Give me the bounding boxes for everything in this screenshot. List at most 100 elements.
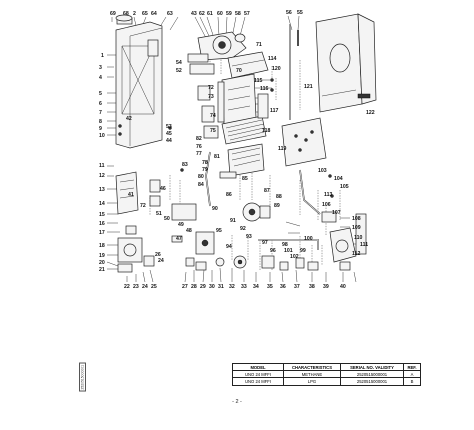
callout-label: 64 <box>151 11 157 17</box>
callout-label: 11 <box>99 163 105 169</box>
callout-labels: 69 68 2 65 64 43 62 61 60 59 58 57 63 56… <box>99 10 375 290</box>
callout-label: 117 <box>270 108 278 114</box>
callout-label: 36 <box>280 284 286 290</box>
callout-label: 107 <box>332 210 341 216</box>
callout-label: 28 <box>191 284 197 290</box>
callout-label: 65 <box>142 11 148 17</box>
callout-label: 81 <box>214 154 220 160</box>
callout-label: 59 <box>226 11 232 17</box>
callout-label: 58 <box>235 11 241 17</box>
callout-label: 15 <box>99 212 105 218</box>
callout-label: 4 <box>99 75 102 81</box>
callout-label: 78 <box>202 160 208 166</box>
callout-label: 44 <box>166 138 172 144</box>
callout-label: 122 <box>366 110 375 116</box>
bottom-left-components <box>117 225 155 273</box>
callout-label: 118 <box>262 128 270 134</box>
callout-label: 89 <box>274 203 280 209</box>
boiler-frame <box>115 14 163 149</box>
header-ref: REF. <box>403 362 421 372</box>
callout-label: 70 <box>236 68 242 74</box>
callout-label: 94 <box>226 244 232 250</box>
callout-label: 108 <box>352 216 361 222</box>
callout-label: 16 <box>99 221 105 227</box>
callout-label: 75 <box>210 128 216 134</box>
callout-label: 121 <box>304 84 313 90</box>
callout-label: 53 <box>166 124 172 130</box>
flue-pipe <box>289 24 299 120</box>
callout-label: 52 <box>176 68 182 74</box>
callout-label: 105 <box>340 184 349 190</box>
callout-label: 42 <box>126 116 132 122</box>
parts-drawings <box>115 13 377 273</box>
callout-label: 56 <box>286 10 292 16</box>
header-characteristics: CHARACTERISTICS <box>283 362 341 372</box>
callout-label: 39 <box>323 284 329 290</box>
table-header-row: MODEL CHARACTERISTICS SERIAL NO. VALIDIT… <box>232 362 421 372</box>
callout-label: 61 <box>207 11 213 17</box>
callout-label: 3 <box>99 65 102 71</box>
left-pipe <box>205 151 211 207</box>
callout-label: 115 <box>254 78 262 84</box>
callout-label: 2 <box>133 11 136 17</box>
callout-label: 119 <box>278 146 286 152</box>
screws <box>118 78 334 198</box>
callout-label: 6 <box>99 101 102 107</box>
callout-label: 55 <box>297 10 303 16</box>
callout-label: 69 <box>110 11 116 17</box>
callout-label: 34 <box>253 284 259 290</box>
cell-ref: B <box>403 377 421 386</box>
callout-label: 54 <box>176 60 182 66</box>
callout-label: 85 <box>242 176 248 182</box>
fan-assembly <box>187 31 247 75</box>
flue-hood <box>227 51 269 79</box>
callout-label: 50 <box>164 216 170 222</box>
callout-label: 90 <box>212 206 218 212</box>
callout-label: 41 <box>128 192 134 198</box>
callout-label: 22 <box>124 284 130 290</box>
callout-label: 95 <box>216 228 222 234</box>
callout-label: 33 <box>241 284 247 290</box>
hydraulic-group <box>258 169 367 263</box>
callout-label: 106 <box>322 202 331 208</box>
insulation-panels <box>197 85 269 139</box>
cell-characteristics: METHANE <box>283 370 341 379</box>
callout-label: 38 <box>309 284 315 290</box>
callout-label: 76 <box>196 144 202 150</box>
callout-label: 24 <box>142 284 148 290</box>
callout-label: 25 <box>151 284 157 290</box>
callout-label: 116 <box>260 86 268 92</box>
callout-label: 72 <box>208 85 214 91</box>
page-number: - 2 - <box>232 399 242 405</box>
callout-label: 84 <box>198 182 204 188</box>
callout-label: 111 <box>360 242 368 248</box>
callout-label: 10 <box>99 133 105 139</box>
callout-label: 103 <box>318 168 327 174</box>
callout-label: 18 <box>99 243 105 249</box>
callout-label: 20 <box>99 260 105 266</box>
callout-label: 45 <box>166 131 172 137</box>
callout-label: 104 <box>334 176 343 182</box>
callout-label: 91 <box>230 218 236 224</box>
callout-label: 74 <box>210 113 216 119</box>
callout-label: 30 <box>209 284 215 290</box>
front-casing <box>315 13 377 113</box>
table-row: UNO 24 MFFI METHANE 2520515000001 A <box>232 370 421 379</box>
callout-label: 47 <box>176 236 182 242</box>
combustion-chamber <box>217 73 257 125</box>
callout-label: 57 <box>244 11 250 17</box>
callout-label: 46 <box>160 186 166 192</box>
cell-serial: 2520515000001 <box>340 370 404 379</box>
cell-characteristics: LPG <box>283 377 341 386</box>
callout-label: 27 <box>182 284 188 290</box>
callout-label: 100 <box>304 236 313 242</box>
callout-label: 17 <box>99 230 105 236</box>
callout-label: 83 <box>182 162 188 168</box>
callout-label: 71 <box>256 42 262 48</box>
callout-label: 63 <box>167 11 173 17</box>
callout-label: 114 <box>268 56 276 62</box>
callout-label: 80 <box>198 174 204 180</box>
cell-serial: 2520515000001 <box>340 377 404 386</box>
burner <box>219 143 265 179</box>
callout-label: 98 <box>282 242 288 248</box>
